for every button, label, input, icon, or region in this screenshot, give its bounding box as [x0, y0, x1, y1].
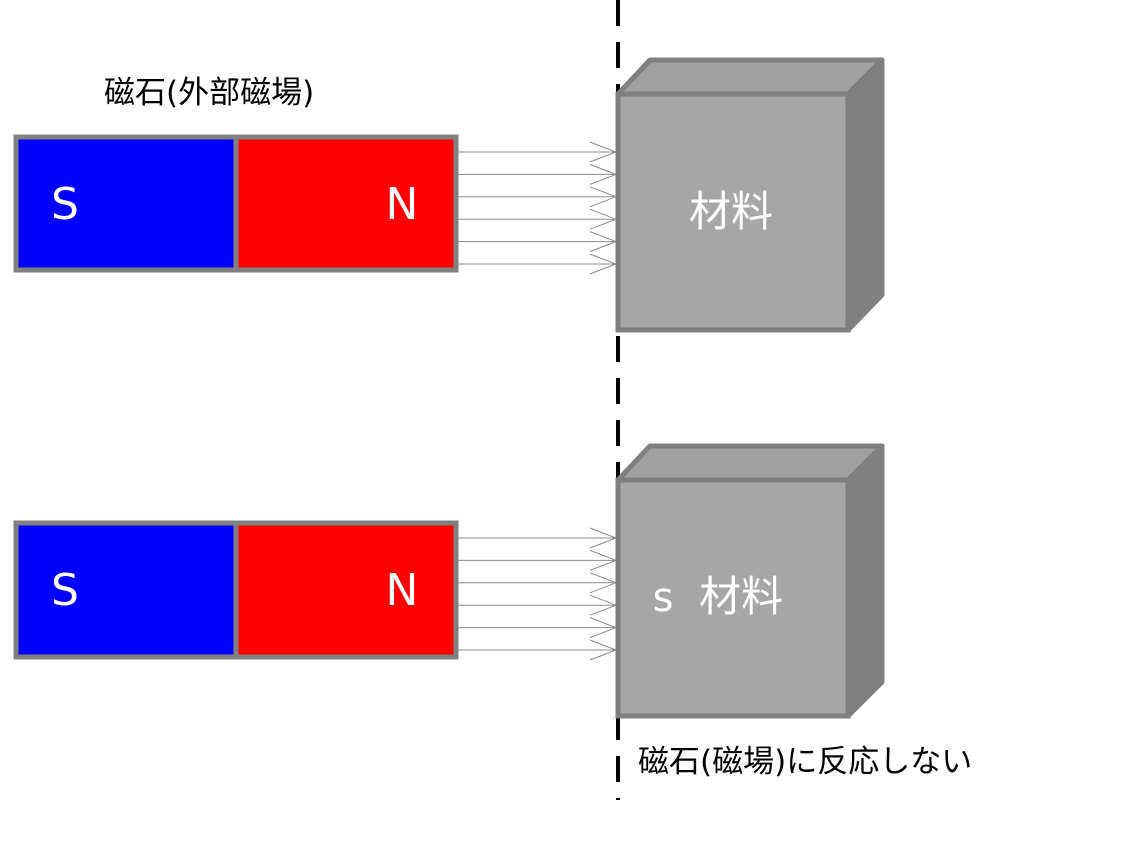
top-magnet: S N	[13, 134, 459, 273]
bottom-material-label: 材料	[699, 572, 783, 621]
top-cube-top-face	[615, 57, 885, 97]
top-magnet-s-label: S	[51, 179, 79, 230]
bottom-magnet-n-label: N	[386, 565, 419, 616]
bottom-material-prefix: s	[653, 575, 674, 621]
bottom-material-cube: s 材料	[615, 443, 885, 719]
bottom-field-lines	[458, 527, 618, 661]
top-field-lines	[458, 141, 618, 275]
top-magnet-s-pole	[13, 134, 239, 273]
top-cube-front-face	[615, 91, 851, 333]
no-reaction-caption: 磁石(磁場)に反応しない	[638, 744, 973, 780]
bottom-cube-top-face	[615, 443, 885, 483]
top-material-cube: 材料	[615, 57, 885, 333]
top-material-label: 材料	[689, 187, 773, 236]
top-cube-side-face	[845, 57, 885, 333]
bottom-magnet-s-pole	[13, 520, 239, 660]
magnet-caption: 磁石(外部磁場)	[104, 75, 315, 111]
bottom-cube-front-face	[615, 477, 851, 719]
bottom-magnet-s-label: S	[51, 565, 79, 616]
top-magnet-n-label: N	[386, 179, 419, 230]
top-magnet-n-pole	[233, 134, 459, 273]
bottom-cube-side-face	[845, 443, 885, 719]
bottom-magnet: S N	[13, 520, 459, 660]
bottom-magnet-n-pole	[233, 520, 459, 660]
